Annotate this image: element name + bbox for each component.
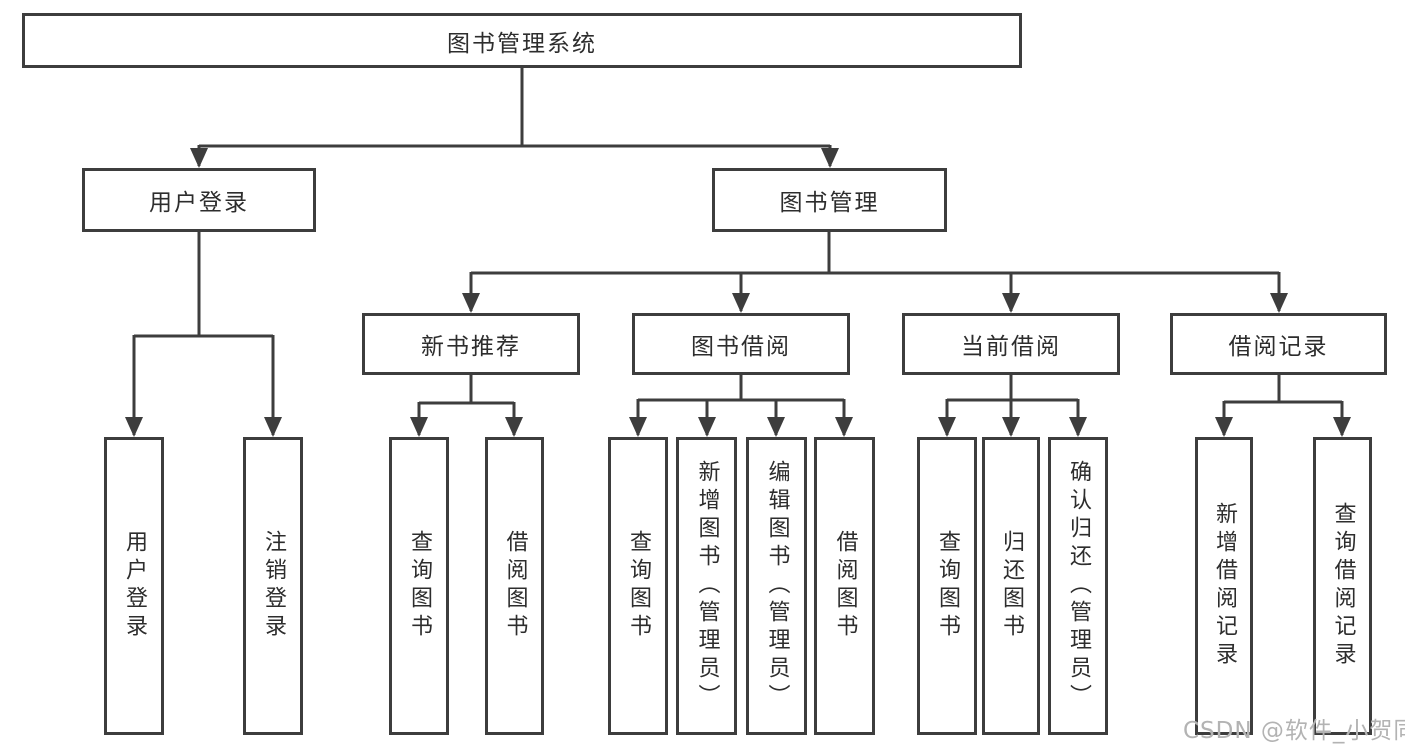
leaf-confirm-return-admin: 确认归还（管理员） (1048, 437, 1108, 735)
leaf-query-borrow-record: 查询借阅记录 (1313, 437, 1372, 735)
leaf-add-books-admin: 新增图书（管理员） (676, 437, 737, 735)
leaf-borrow-books-recommend: 借阅图书 (485, 437, 544, 735)
leaf-query-books-borrow: 查询图书 (608, 437, 668, 735)
leaf-logout: 注销登录 (243, 437, 303, 735)
node-borrow-record: 借阅记录 (1170, 313, 1387, 375)
leaf-user-login: 用户登录 (104, 437, 164, 735)
node-new-book-recommend: 新书推荐 (362, 313, 580, 375)
leaf-query-books-recommend: 查询图书 (389, 437, 449, 735)
node-root-library-management-system: 图书管理系统 (22, 13, 1022, 68)
leaf-return-books: 归还图书 (982, 437, 1040, 735)
node-book-management-branch: 图书管理 (712, 168, 947, 232)
csdn-watermark: CSDN @软件_小贺同学 (1183, 718, 1405, 744)
node-book-borrow: 图书借阅 (632, 313, 850, 375)
node-user-login-branch: 用户登录 (82, 168, 316, 232)
leaf-query-books-current: 查询图书 (917, 437, 977, 735)
leaf-add-borrow-record: 新增借阅记录 (1195, 437, 1253, 735)
node-current-borrow: 当前借阅 (902, 313, 1120, 375)
leaf-borrow-books: 借阅图书 (814, 437, 875, 735)
leaf-edit-books-admin: 编辑图书（管理员） (746, 437, 807, 735)
